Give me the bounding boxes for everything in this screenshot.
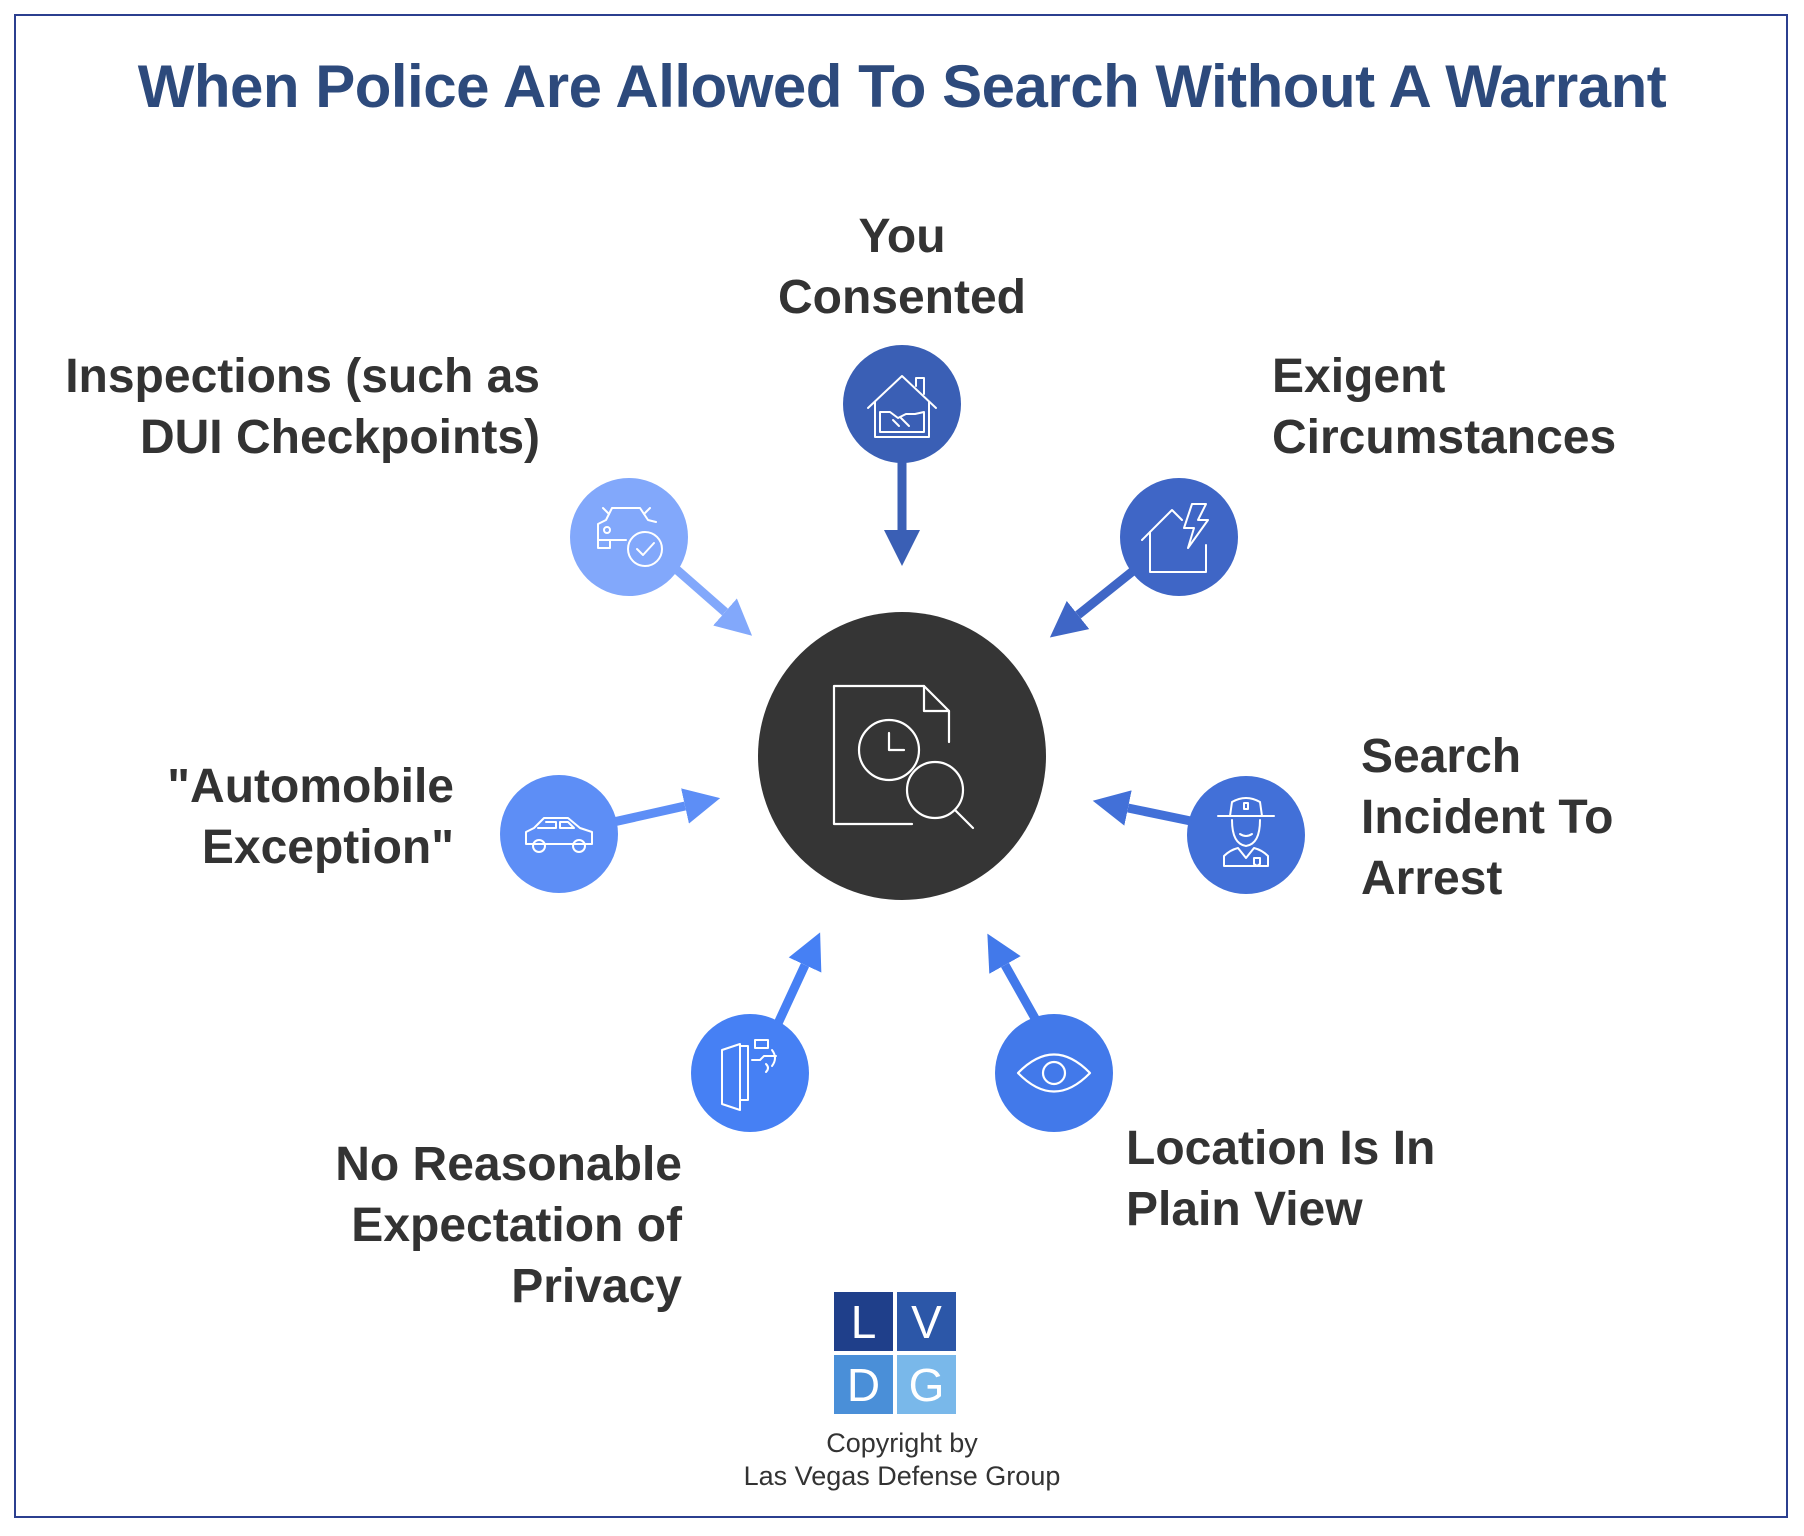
police-officer-icon [1217, 797, 1275, 867]
document-clock-search-icon [832, 684, 975, 830]
car-icon [525, 817, 593, 853]
page-title: When Police Are Allowed To Search Withou… [137, 53, 1667, 120]
logo-cell-g: G [897, 1355, 956, 1414]
node-privacy [691, 1014, 809, 1132]
logo-cell-d: D [834, 1355, 893, 1414]
node-plain-view [995, 1014, 1113, 1132]
label-plain-view: Location Is In Plain View [1126, 1122, 1436, 1236]
door-sensor-icon [721, 1039, 777, 1111]
logo-cell-v: V [897, 1292, 956, 1351]
house-lightning-icon [1141, 503, 1209, 573]
copyright-line-2: Las Vegas Defense Group [743, 1461, 1061, 1491]
node-exigent [1120, 478, 1238, 596]
label-arrest: Search Incident To Arrest [1361, 730, 1614, 905]
eye-icon [1016, 1053, 1092, 1093]
border-frame [14, 14, 1788, 1518]
node-automobile [500, 775, 618, 893]
center-node [758, 612, 1046, 900]
label-privacy: No Reasonable Expectation of Privacy [335, 1138, 682, 1313]
node-consented [843, 345, 961, 463]
lvdg-logo: L V D G [834, 1292, 956, 1414]
car-check-icon [597, 507, 663, 567]
label-exigent: Exigent Circumstances [1272, 350, 1617, 464]
label-automobile: "Automobile Exception" [167, 760, 454, 874]
label-consented: You Consented [777, 210, 1026, 324]
copyright-line-1: Copyright by [826, 1428, 978, 1458]
node-inspections [570, 478, 688, 596]
node-arrest [1187, 776, 1305, 894]
logo-cell-l: L [834, 1292, 893, 1351]
house-handshake-icon [867, 375, 937, 438]
label-inspections: Inspections (such as DUI Checkpoints) [65, 350, 540, 464]
